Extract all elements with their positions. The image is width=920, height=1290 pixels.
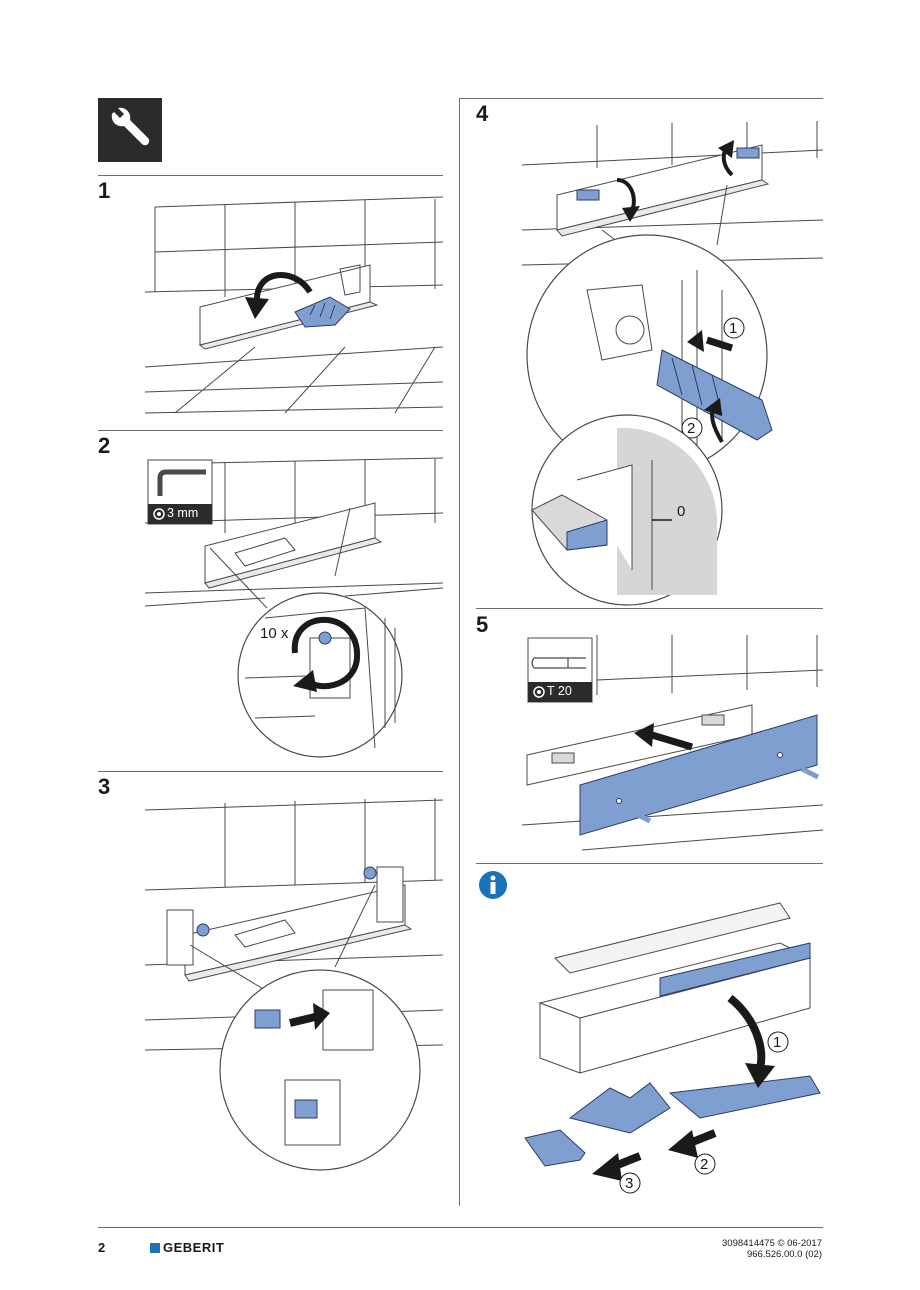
callout-3-circle	[619, 1172, 641, 1194]
page-number: 2	[98, 1240, 106, 1255]
rule-step5-top	[476, 608, 823, 609]
step-number: 2	[98, 433, 111, 458]
packaging-box	[538, 902, 812, 1074]
arrow-down-icon	[727, 994, 775, 1088]
callout-2-circle	[681, 417, 703, 439]
callout-3: 3	[625, 1175, 633, 1192]
rule-step3-top	[98, 771, 443, 772]
doc-ref-line-1: 3098414475 © 06-2017	[722, 1238, 822, 1249]
torx-screwdriver-icon	[531, 657, 586, 669]
hex-key-icon	[157, 469, 206, 496]
callout-1-circle	[723, 317, 745, 339]
step-number: 5	[476, 612, 489, 637]
step4-illustration: 1 2 0	[521, 121, 824, 606]
tool-label-torx: T 20	[547, 684, 572, 698]
blue-lever	[656, 349, 773, 441]
callout-1: 1	[729, 320, 737, 337]
shim-strip	[668, 1075, 821, 1119]
callout-1-circle	[767, 1031, 789, 1053]
tools-box	[98, 98, 162, 162]
bracket-parts	[254, 989, 374, 1146]
screw-icon	[800, 766, 820, 780]
step-number: 4	[476, 101, 489, 126]
rule-step1-top	[98, 175, 443, 176]
shim-single	[524, 1129, 586, 1167]
rule-footer	[98, 1227, 823, 1228]
info-illustration: 1 2 3	[524, 902, 821, 1194]
cover-plate	[579, 714, 818, 836]
tool-box-hex-key	[147, 459, 213, 525]
blue-part	[294, 296, 351, 328]
step3-illustration	[144, 798, 444, 1171]
step1-illustration	[144, 196, 444, 414]
tool-label-hex: 3 mm	[167, 506, 199, 520]
rule-step4-top	[460, 98, 823, 99]
callout-2: 2	[687, 420, 695, 437]
callout-2: 2	[700, 1156, 708, 1173]
column-divider	[459, 98, 460, 1206]
repeat-count: 10 x	[260, 625, 289, 642]
shim-pieces	[568, 1082, 671, 1134]
step-number: 1	[98, 178, 111, 203]
info-icon	[479, 871, 507, 899]
blue-lever-end	[531, 494, 608, 551]
brand-name: GEBERIT	[163, 1240, 225, 1255]
step5-illustration	[521, 635, 824, 851]
doc-ref-line-2: 966.526.00.0 (02)	[746, 1249, 822, 1260]
brand-logo: GEBERIT	[150, 1240, 224, 1255]
step-number: 3	[98, 774, 111, 799]
rotate-arrow-icon	[245, 272, 313, 319]
callout-2-circle	[694, 1153, 716, 1175]
wrench-icon	[111, 107, 150, 146]
rule-step2-top	[98, 430, 443, 431]
rotate-arrow-icon	[291, 616, 361, 692]
rule-info-top	[476, 863, 823, 864]
gap-value: 0	[677, 503, 685, 520]
tool-box-torx	[527, 637, 593, 703]
arrow-right-icon	[289, 1003, 330, 1030]
logo-square-icon	[150, 1243, 160, 1253]
screw-icon	[632, 810, 652, 824]
callout-1: 1	[773, 1034, 781, 1051]
document-reference: 3098414475 © 06-2017 966.526.00.0 (02)	[722, 1238, 822, 1260]
